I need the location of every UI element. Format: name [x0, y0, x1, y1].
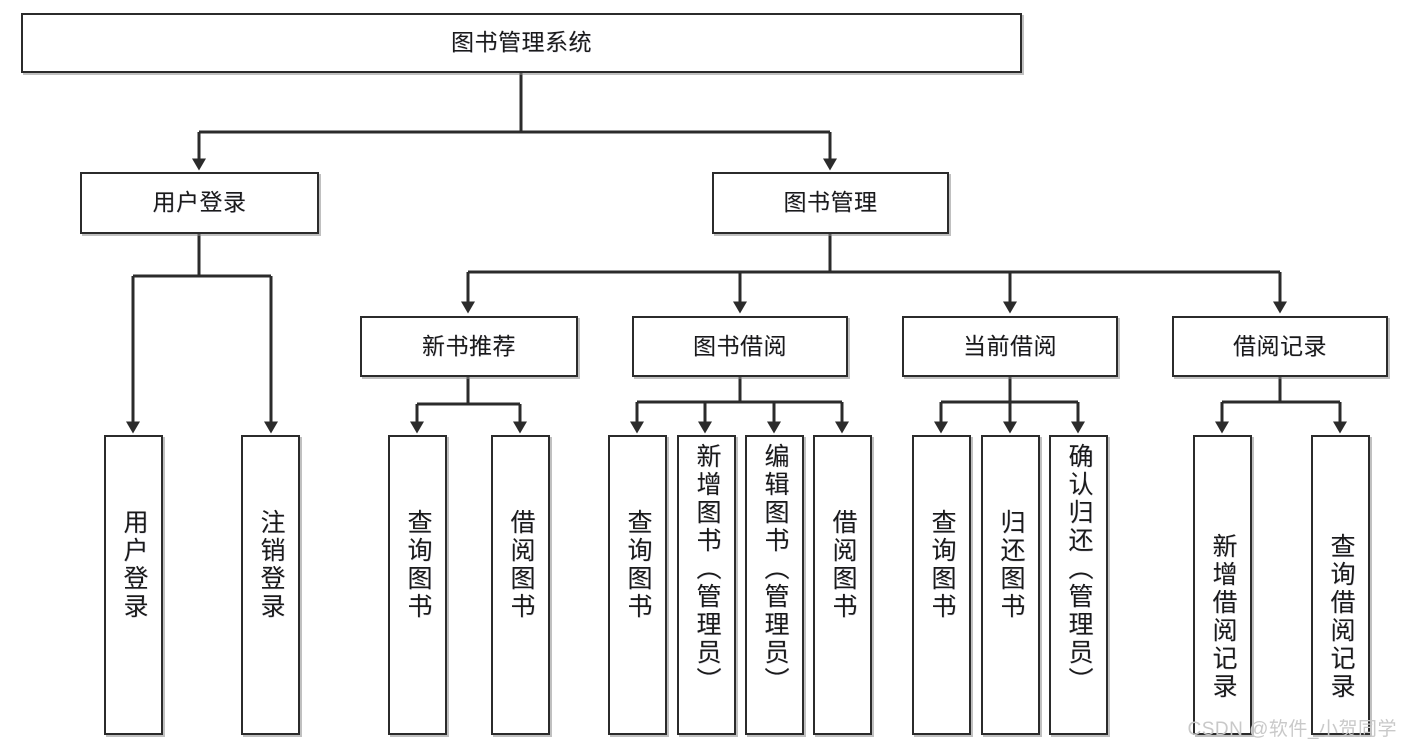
node-root-book-management-system[interactable]: 图书管理系统 [21, 13, 1022, 73]
edge-bookborrow-to-leaves [630, 377, 849, 434]
node-label: 借阅记录 [1233, 332, 1327, 359]
csdn-watermark: CSDN @软件_小贺同学 [1187, 719, 1397, 740]
node-label: 新增借阅记录 [1209, 533, 1237, 701]
leaf-add-book-admin[interactable]: 新增图书（管理员） [677, 435, 736, 735]
edge-currentborrow-to-leaves [934, 377, 1085, 434]
node-label: 当前借阅 [963, 332, 1057, 359]
node-label: 查询图书 [624, 509, 652, 621]
node-label: 借阅图书 [507, 509, 535, 621]
leaf-query-book-borrow[interactable]: 查询图书 [608, 435, 667, 735]
node-label: 编辑图书（管理员） [761, 443, 789, 695]
node-label: 查询借阅记录 [1327, 533, 1355, 701]
node-label: 确认归还（管理员） [1065, 443, 1093, 695]
node-label: 新书推荐 [422, 332, 516, 359]
node-label: 归还图书 [997, 509, 1025, 621]
node-borrow-record[interactable]: 借阅记录 [1172, 316, 1388, 377]
leaf-edit-book-admin[interactable]: 编辑图书（管理员） [745, 435, 804, 735]
node-book-manage[interactable]: 图书管理 [712, 172, 949, 234]
node-book-borrow[interactable]: 图书借阅 [632, 316, 848, 377]
leaf-borrow-book-recommend[interactable]: 借阅图书 [491, 435, 550, 735]
leaf-borrow-book-borrow[interactable]: 借阅图书 [813, 435, 872, 735]
leaf-return-book[interactable]: 归还图书 [981, 435, 1040, 735]
leaf-logout-login[interactable]: 注销登录 [241, 435, 300, 735]
leaf-confirm-return-admin[interactable]: 确认归还（管理员） [1049, 435, 1108, 735]
node-label: 用户登录 [152, 189, 247, 216]
node-label: 查询图书 [928, 509, 956, 621]
leaf-query-book-current[interactable]: 查询图书 [912, 435, 971, 735]
node-label: 新增图书（管理员） [693, 443, 721, 695]
leaf-query-borrow-record[interactable]: 查询借阅记录 [1311, 435, 1370, 735]
edge-borrowrecord-to-leaves [1215, 377, 1347, 434]
leaf-query-book-recommend[interactable]: 查询图书 [388, 435, 447, 735]
leaf-add-borrow-record[interactable]: 新增借阅记录 [1193, 435, 1252, 735]
node-label: 图书管理系统 [451, 29, 592, 56]
node-label: 图书管理 [783, 189, 878, 216]
leaf-user-login[interactable]: 用户登录 [104, 435, 163, 735]
edge-bookmanage-to-level2 [461, 234, 1287, 314]
edge-newbook-to-leaves [410, 377, 527, 434]
node-user-login[interactable]: 用户登录 [80, 172, 319, 234]
node-label: 图书借阅 [693, 332, 787, 359]
node-label: 查询图书 [404, 509, 432, 621]
node-label: 借阅图书 [829, 509, 857, 621]
node-label: 注销登录 [257, 509, 285, 621]
edge-userlogin-to-leaves [126, 234, 278, 434]
edge-root-to-level1 [192, 73, 837, 171]
node-label: 用户登录 [120, 509, 148, 621]
node-new-book-recommend[interactable]: 新书推荐 [360, 316, 578, 377]
node-current-borrow[interactable]: 当前借阅 [902, 316, 1118, 377]
